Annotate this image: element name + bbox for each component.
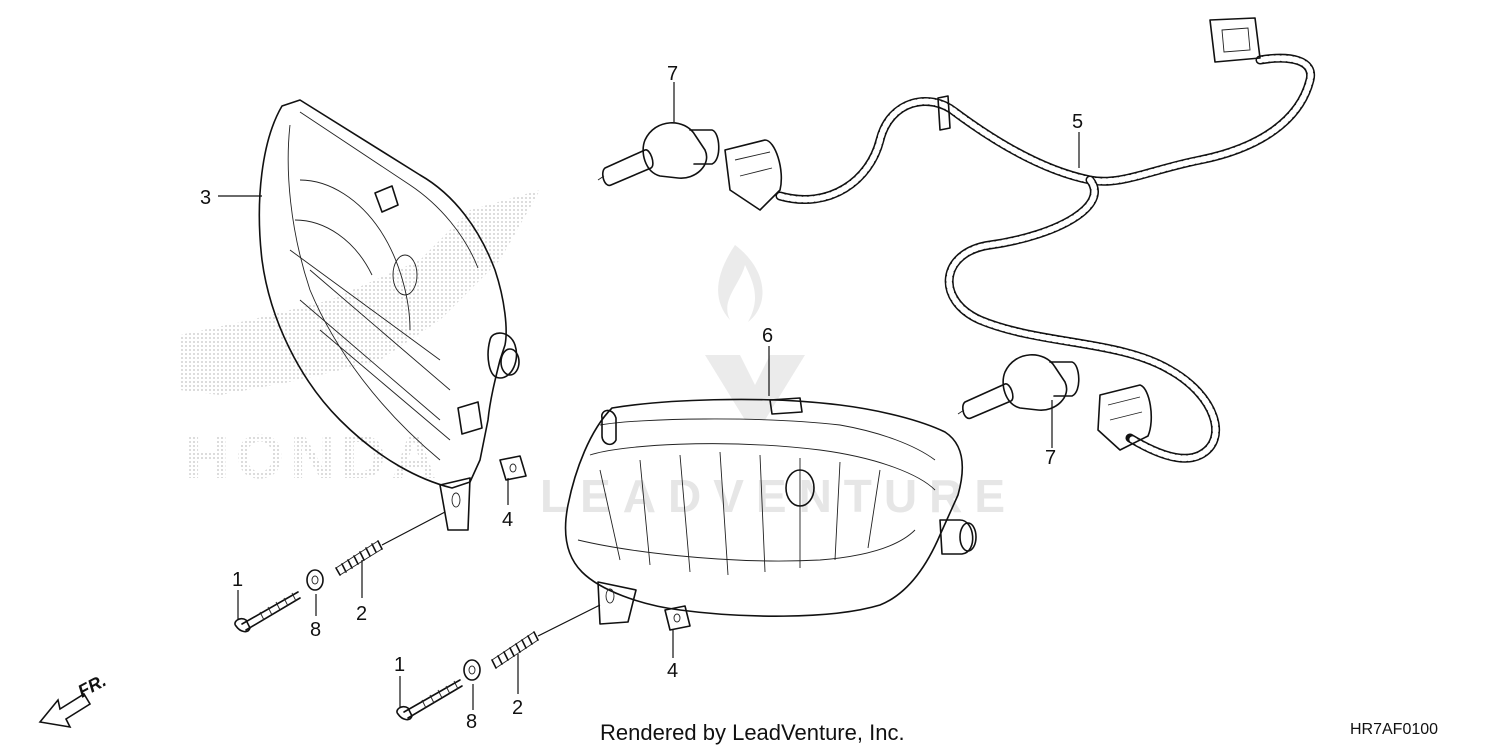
assembly-axis-lines: [381, 511, 601, 637]
wiring-harness: [724, 17, 1316, 463]
render-credit: Rendered by LeadVenture, Inc.: [600, 720, 905, 745]
leadventure-watermark: LEADVENTURE: [540, 245, 1017, 522]
callout-4-lower: 4: [667, 660, 678, 682]
spring-b: [491, 631, 539, 669]
callout-8-upper: 8: [310, 619, 321, 641]
washer-b: [463, 659, 481, 681]
callout-2-lower: 2: [512, 697, 523, 719]
honda-watermark: HONDA: [180, 190, 540, 492]
bolt-b: [396, 679, 463, 721]
clip-nut-b: [664, 605, 691, 631]
front-direction-arrow-icon: FR.: [38, 670, 109, 729]
callout-7-lower: 7: [1045, 447, 1056, 469]
callout-5: 5: [1072, 111, 1083, 133]
callout-6: 6: [762, 325, 773, 347]
leader-lines: [218, 82, 1080, 710]
callout-3: 3: [200, 187, 211, 209]
callout-1-upper: 1: [232, 569, 243, 591]
callout-8-lower: 8: [466, 711, 477, 733]
callout-2-upper: 2: [356, 603, 367, 625]
callout-7-upper: 7: [667, 63, 678, 85]
clip-nut-a: [499, 455, 527, 481]
washer-a: [306, 569, 324, 591]
callout-4-upper: 4: [502, 509, 513, 531]
bulb-upper: [597, 122, 720, 187]
callout-1-lower: 1: [394, 654, 405, 676]
leadventure-watermark-text: LEADVENTURE: [540, 470, 1017, 522]
bulb-lower: [957, 354, 1080, 420]
left-headlight-housing: [258, 99, 520, 531]
diagram-code: HR7AF0100: [1350, 721, 1438, 738]
honda-watermark-text: HONDA: [185, 423, 442, 492]
right-headlight-housing: [564, 397, 977, 625]
spring-a: [335, 540, 383, 576]
bolt-a: [234, 591, 301, 633]
